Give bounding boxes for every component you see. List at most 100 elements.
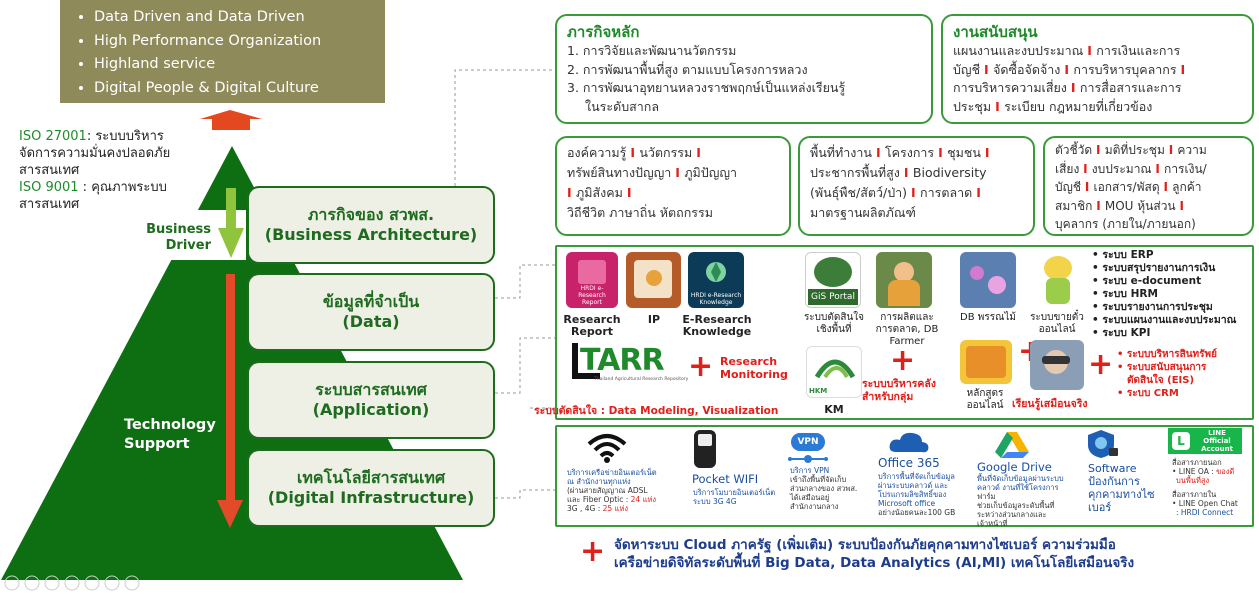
hkm-logo: HKM (806, 346, 862, 398)
vr-icon[interactable] (1030, 340, 1084, 390)
plus-icon: + (1088, 347, 1114, 382)
technology-support-line: Technology (124, 417, 216, 433)
business-driver-label: Business Driver (131, 222, 211, 254)
layer-application: ระบบสารสนเทศ (Application) (247, 361, 495, 439)
course-label: หลักสูตรออนไลน์ (966, 388, 1004, 411)
business-driver-line: Driver (165, 238, 211, 253)
system-item: • ระบบ KPI (1092, 327, 1151, 339)
data-box-area: พื้นที่ทำงาน I โครงการ I ชุมชน I ประชากร… (798, 136, 1035, 236)
connector (495, 489, 555, 499)
system-item: • ระบบรายงานการประชุม (1092, 301, 1213, 313)
pocket-wifi-icon (694, 430, 716, 468)
plant-db-icon[interactable] (960, 252, 1016, 308)
layer-subtitle: (Digital Infrastructure) (267, 488, 475, 507)
gis-label: ระบบตัดสินใจเชิงพื้นที่ (803, 312, 865, 335)
ip-icon[interactable] (626, 252, 681, 308)
connector (495, 337, 555, 394)
red-system-item: • ระบบ CRM (1117, 388, 1179, 399)
support-line: ประชุม I ระเบียบ กฎหมายที่เกี่ยวข้อง (953, 98, 1153, 114)
course-icon[interactable] (960, 340, 1012, 384)
iso27001-code: ISO 27001 (19, 129, 87, 144)
pocket-wifi-text: บริการโมบายอินเตอร์เน็ตระบบ 3G 4G (693, 488, 776, 506)
vision-box: Data Driven and Data Driven High Perform… (60, 0, 385, 103)
gis-portal-icon[interactable]: GiS Portal (805, 252, 861, 308)
red-arrow-shaft (226, 274, 235, 502)
down-arrow-red-icon (217, 500, 243, 528)
main-mission-panel: ภารกิจหลัก 1. การวิจัยและพัฒนานวัตกรรม 2… (555, 14, 933, 124)
system-item: • ระบบแผนงานและงบประมาณ (1092, 314, 1237, 326)
google-drive-text: พื้นที่จัดเก็บข้อมูลผ่านระบบ คลาวด์ งานท… (977, 474, 1064, 528)
google-drive-icon (995, 432, 1029, 458)
mission-item: ในระดับสากล (585, 98, 660, 114)
iso9001-code: ISO 9001 (19, 180, 79, 195)
virtual-label: เรียนรู้เสมือนจริง (1012, 398, 1088, 410)
office365-title: Office 365 (878, 456, 940, 470)
ip-label: IP (647, 313, 661, 326)
google-drive-title: Google Drive (977, 460, 1052, 474)
panel-title: งานสนับสนุน (953, 23, 1038, 41)
vision-item: Data Driven and Data Driven (94, 6, 385, 30)
layer-title: ภารกิจของ สวพส. (307, 205, 435, 224)
vision-item: High Performance Organization (94, 30, 385, 54)
support-line: แผนงานและงบประมาณ I การเงินและการ (953, 43, 1181, 58)
data-box-knowledge: องค์ความรู้ I นวัตกรรม I ทรัพย์สินทางปัญ… (555, 136, 791, 236)
wifi-text: บริการเครือข่ายอินเตอร์เน็ต ณ สำนักงานทุ… (567, 468, 657, 513)
mission-item: 1. การวิจัยและพัฒนานวัตกรรม (567, 43, 737, 58)
panel-title: ภารกิจหลัก (567, 23, 640, 41)
layer-title: เทคโนโลยีสารสนเทศ (296, 468, 446, 487)
plant-db-label: DB พรรณไม้ (960, 312, 1016, 323)
up-arrow-icon (200, 110, 262, 130)
line-text: สื่อสารภายนอก • LINE OA : ของดี บนพื้นที… (1172, 458, 1238, 517)
cloud-icon (889, 432, 929, 453)
iso27001-text: จัดการความมั่นคงปลอดภัย (19, 146, 171, 161)
network-icon (788, 455, 828, 463)
support-line: การบริหารความเสี่ยง I การสื่อสารและการ (953, 80, 1182, 95)
red-system-item: • ระบบบริหารสินทรัพย์ (1117, 349, 1217, 360)
warehouse-label: ระบบบริหารคลังสำหรับกลุ่ม (862, 378, 936, 403)
pocket-wifi-title: Pocket WIFI (692, 472, 759, 486)
layer-digital-infrastructure: เทคโนโลยีสารสนเทศ (Digital Infrastructur… (247, 449, 495, 527)
business-driver-line: Business (146, 222, 211, 237)
farmer-icon[interactable] (876, 252, 932, 308)
layer-subtitle: (Application) (312, 400, 430, 419)
iso27001-text: สารสนเทศ (19, 163, 80, 178)
office365-text: บริการพื้นที่จัดเก็บข้อมูล ผ่านระบบคลาวด… (878, 472, 956, 517)
research-report-icon[interactable]: HRDI e-Research Report (566, 252, 618, 308)
vision-item: Highland service (94, 53, 385, 77)
layer-business-architecture: ภารกิจของ สวพส. (Business Architecture) (247, 186, 495, 264)
bottom-note: จัดหาระบบ Cloud ภาครัฐ (เพิ่มเติม) ระบบป… (614, 537, 1135, 571)
system-item: • ระบบ e-document (1092, 275, 1202, 287)
green-arrow-shaft (226, 188, 236, 230)
ticket-mascot-icon[interactable] (1032, 252, 1084, 308)
technology-support-line: Support (124, 436, 190, 452)
red-system-item: • ระบบสนับสนุนการ (1117, 362, 1207, 373)
plus-icon: + (580, 534, 606, 569)
layer-title: ข้อมูลที่จำเป็น (322, 292, 420, 311)
system-item: • ระบบ ERP (1092, 249, 1154, 261)
vpn-text: บริการ VPN เข้าถึงพื้นที่จัดเก็บส่วนกลาง… (790, 466, 858, 511)
connector (495, 264, 555, 299)
connector (454, 69, 553, 222)
knowledge-icon[interactable]: HRDI e-Research Knowledge (688, 252, 744, 308)
system-item: • ระบบสรุปรายงานการเงิน (1092, 262, 1216, 274)
km-label: KM (824, 403, 844, 416)
layer-subtitle: (Business Architecture) (264, 225, 478, 244)
data-box-indicators: ตัวชี้วัด I มติที่ประชุม I ความ เสี่ยง I… (1043, 136, 1254, 236)
iso9001-text: : คุณภาพระบบ (78, 180, 167, 195)
vpn-icon: VPN (791, 433, 825, 451)
iso9001-text: สารสนเทศ (19, 197, 80, 212)
plus-icon: + (890, 343, 916, 378)
iso27001-text: : ระบบบริหาร (86, 129, 164, 144)
support-line: บัญชี I จัดซื้อจัดจ้าง I การบริหารบุคลาก… (953, 61, 1186, 77)
technology-support-label: Technology Support (124, 416, 234, 454)
iso-standards: ISO 27001: ระบบบริหาร จัดการความมั่นคงปล… (19, 128, 219, 213)
down-arrow-green-icon (218, 228, 244, 258)
system-item: • ระบบ HRM (1092, 288, 1158, 300)
systems-list: • ระบบ ERP • ระบบสรุปรายงานการเงิน • ระบ… (1092, 249, 1252, 340)
red-system-item: ตัดสินใจ (EIS) (1127, 375, 1195, 386)
